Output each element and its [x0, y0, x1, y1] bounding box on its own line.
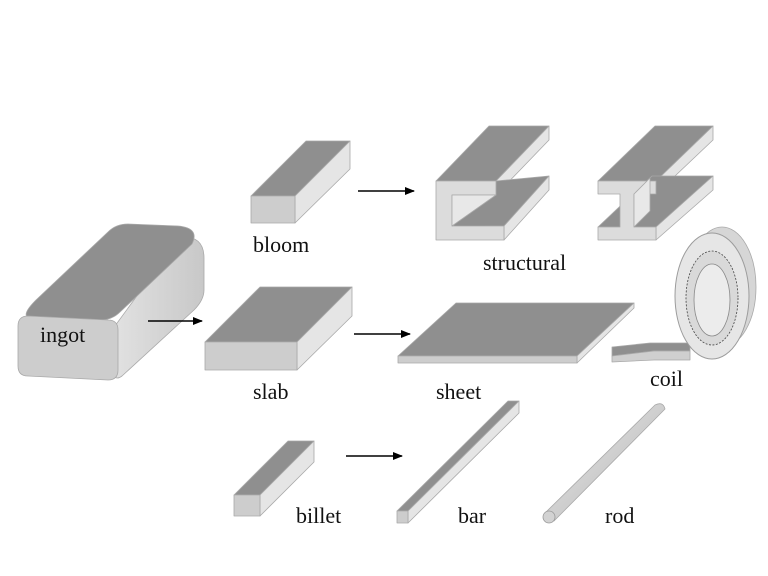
bar-shape: [396, 400, 520, 524]
coil-label: coil: [650, 366, 683, 391]
bloom-shape: [250, 140, 351, 224]
channel-beam-shape: [435, 125, 550, 241]
i-beam-shape: [597, 125, 714, 241]
bar-label: bar: [458, 503, 487, 528]
slab-shape: [204, 286, 353, 371]
coil-shape: [611, 226, 757, 363]
sheet-label: sheet: [436, 379, 481, 404]
structural-label: structural: [483, 250, 566, 275]
sheet-shape: [397, 302, 635, 364]
billet-shape: [233, 440, 315, 517]
slab-label: slab: [253, 379, 288, 404]
bloom-label: bloom: [253, 232, 309, 257]
ingot-shape: [17, 223, 205, 381]
rod-shape: [542, 403, 666, 524]
rod-label: rod: [605, 503, 634, 528]
ingot-label: ingot: [40, 322, 85, 347]
billet-label: billet: [296, 503, 341, 528]
